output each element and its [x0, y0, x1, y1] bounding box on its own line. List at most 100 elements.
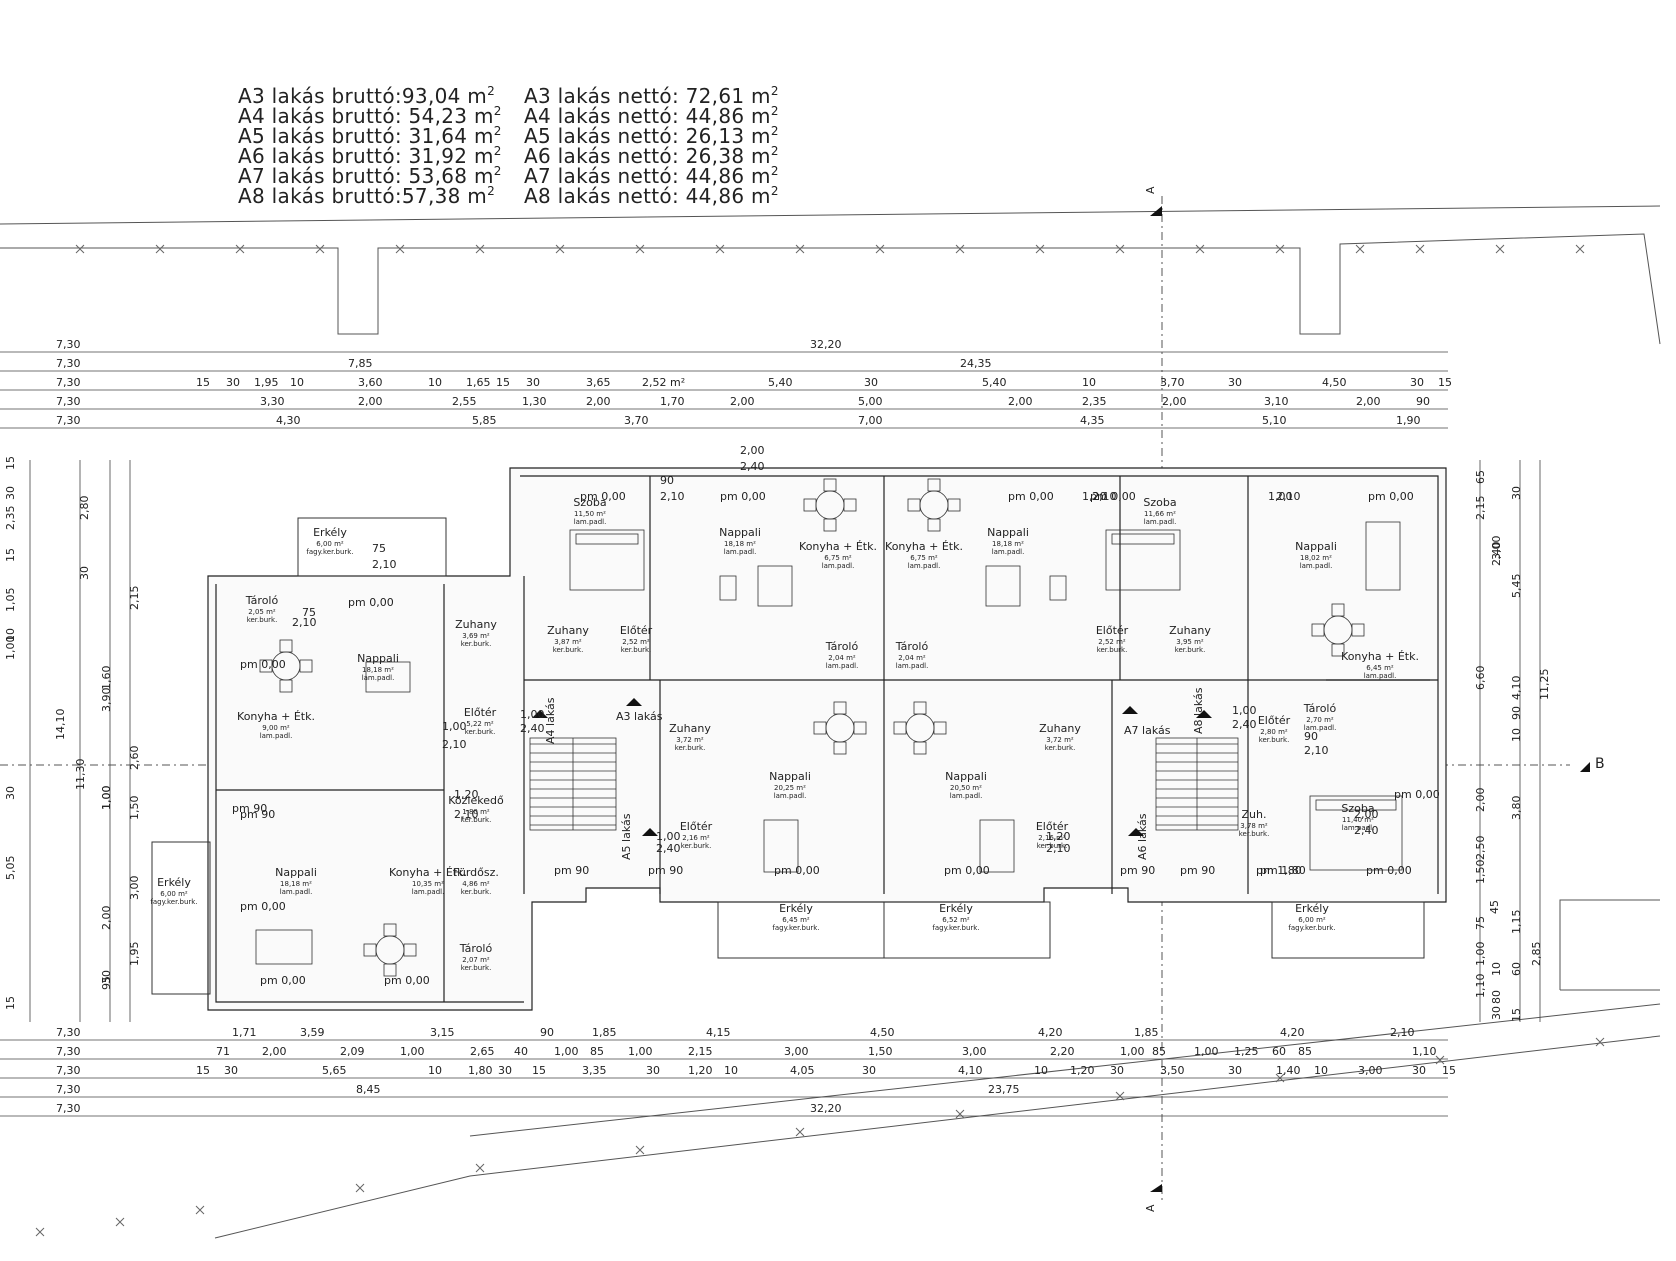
room-area: 10,35 m² [412, 880, 444, 888]
room-area: 20,25 m² [774, 784, 806, 792]
dimension-value: 30 [4, 786, 17, 800]
dimension-value: 3,70 [624, 414, 649, 427]
fence-cross-icon [635, 244, 645, 254]
opening-dimension: 2,10 [292, 616, 317, 629]
opening-dimension: 1,00 [520, 708, 545, 721]
flat-label: A7 lakás [1124, 724, 1171, 737]
balcony-left [151, 841, 211, 995]
level-mark: pm 90 [232, 802, 267, 815]
sofa-icon [985, 565, 1021, 607]
opening-dimension: 1,00 [1268, 490, 1293, 503]
chair-icon [933, 721, 947, 735]
dimension-value: 10 [1034, 1064, 1048, 1077]
room-name: Előtér [1258, 714, 1291, 727]
room-name: Tároló [895, 640, 929, 653]
dimension-value: 1,25 [1234, 1045, 1259, 1058]
level-mark: pm 90 [1120, 864, 1155, 877]
netto-label: A5 lakás nettó: 26,13 m [524, 124, 771, 148]
fence-cross-icon [475, 244, 485, 254]
dimension-value: 3,70 [1160, 376, 1185, 389]
dimension-value: 6,60 [1474, 666, 1487, 691]
dimension-value: 2,15 [688, 1045, 713, 1058]
dimension-value: 4,50 [1322, 376, 1347, 389]
dimension-value: 5,10 [1262, 414, 1287, 427]
dimension-value: 10 [428, 376, 442, 389]
bed-icon [569, 529, 645, 591]
chair-icon [907, 498, 921, 512]
chair-icon [279, 679, 293, 693]
dimension-value: 3,60 [358, 376, 383, 389]
dimension-value: 4,20 [1280, 1026, 1305, 1039]
room-area: 2,52 m² [622, 638, 650, 646]
dimension-value: 1,00 [4, 636, 17, 661]
dimension-value: 2,00 [262, 1045, 287, 1058]
flat-marker-icon [642, 828, 658, 836]
dimension-value: 10 [1082, 376, 1096, 389]
room-name: Erkély [939, 902, 973, 915]
dimension-value: 2,60 [128, 746, 141, 771]
dimension-value: 1,60 [100, 666, 113, 691]
chair-icon [299, 659, 313, 673]
chair-icon [927, 478, 941, 492]
dimension-value: 1,00 [400, 1045, 425, 1058]
dimension-value: 2,50 [1474, 836, 1487, 861]
room-finish: fagy.ker.burk. [932, 924, 979, 932]
room-finish: ker.burk. [1175, 646, 1206, 654]
section-markers: A A B [1144, 186, 1605, 1212]
room-finish: ker.burk. [681, 842, 712, 850]
room-finish: lam.padl. [260, 732, 293, 740]
opening-dimensions: 1,002,101,202,10752,101,002,40902,102,00… [292, 444, 1379, 855]
dimension-value: 3,59 [300, 1026, 325, 1039]
dimension-value: 5,85 [472, 414, 497, 427]
room-finish: ker.burk. [621, 646, 652, 654]
dimension-value: 3,15 [430, 1026, 455, 1039]
opening-dimension: 2,10 [1092, 490, 1117, 503]
fence-cross-icon [715, 244, 725, 254]
fence-cross-icon [795, 244, 805, 254]
brutto-label: A5 lakás bruttó: 31,64 m [238, 124, 494, 148]
fence-cross-icon [875, 244, 885, 254]
room-name: Tároló [245, 594, 279, 607]
chair-icon [1311, 623, 1325, 637]
dimension-value: 1,95 [128, 942, 141, 967]
chair-icon [823, 518, 837, 532]
room-finish: fagy.ker.burk. [306, 548, 353, 556]
dimension-value: 3,90 [100, 688, 113, 713]
dimension-value: 1,40 [1276, 1064, 1301, 1077]
room-area: 6,00 m² [1298, 916, 1326, 924]
room-name: Erkély [157, 876, 191, 889]
dimension-value: 1,90 [1396, 414, 1421, 427]
chair-icon [1331, 603, 1345, 617]
sofa-icon [757, 565, 793, 607]
flat-marker-icon [1122, 706, 1138, 714]
dimension-value: 1,00 [1194, 1045, 1219, 1058]
dimension-value: 1,15 [1510, 910, 1523, 935]
dimension-value: 2,00 [586, 395, 611, 408]
dimension-value: 30 [1490, 1006, 1503, 1020]
dimension-value: 1,85 [592, 1026, 617, 1039]
fence-cross-icon [635, 1145, 645, 1155]
dimension-value: 5,45 [1510, 574, 1523, 599]
dimension-value: 90 [1416, 395, 1430, 408]
room-finish: lam.padl. [992, 548, 1025, 556]
room-name: Nappali [945, 770, 987, 783]
dimension-value: 7,85 [348, 357, 373, 370]
dimension-value: 2,55 [452, 395, 477, 408]
fence-cross-icon [555, 244, 565, 254]
brutto-label: A7 lakás bruttó: 53,68 m [238, 164, 494, 188]
level-mark: pm 0,00 [1008, 490, 1054, 503]
section-marker-icon [1150, 1184, 1162, 1192]
dimension-value: 32,20 [810, 1102, 842, 1115]
room-finish: ker.burk. [461, 888, 492, 896]
room-area: 6,00 m² [160, 890, 188, 898]
dimension-value: 15 [496, 376, 510, 389]
dimension-value: 75 [1474, 916, 1487, 930]
dimension-value: 30 [498, 1064, 512, 1077]
dimension-value: 2,20 [1050, 1045, 1075, 1058]
